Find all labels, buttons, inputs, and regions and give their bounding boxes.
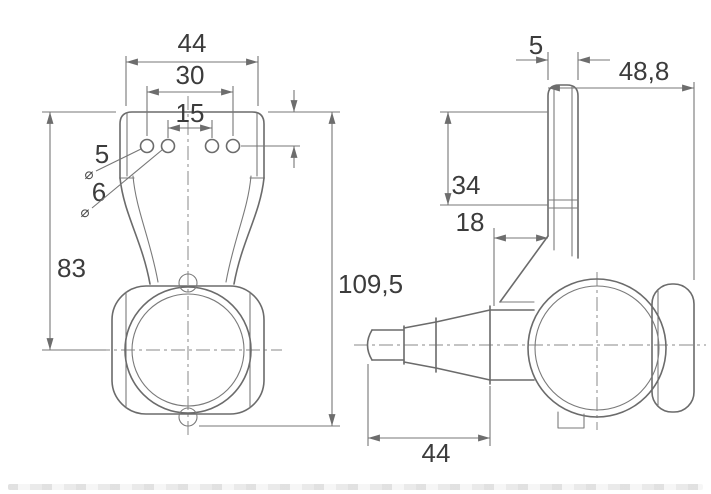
stem-tip-lines	[371, 329, 405, 361]
side-gusset	[499, 235, 549, 303]
scan-artifact	[8, 484, 703, 490]
mounting-hole-1	[139, 138, 155, 154]
side-housing-foot	[557, 411, 585, 429]
dim-ref-extensions	[241, 111, 300, 147]
side-view: 5 48,8 34 18 44	[354, 30, 706, 468]
front-lens-inner	[131, 293, 245, 407]
side-housing-flange	[651, 283, 695, 413]
front-neck-right	[233, 177, 265, 285]
dim-label-overall-height: 109,5	[338, 269, 403, 299]
dim-label-height-to-center: 83	[57, 253, 86, 283]
front-neck-left-inner	[132, 175, 159, 283]
side-housing-outer	[527, 278, 667, 418]
dim-label-front-width: 44	[178, 28, 207, 58]
mounting-hole-4	[225, 138, 241, 154]
dim-label-bracket-thickness: 5	[529, 30, 543, 60]
leader-hole-large	[91, 149, 163, 209]
dim-34-extensions	[440, 111, 548, 206]
stem-taper-lines	[435, 309, 491, 381]
dim-44-extensions	[125, 56, 259, 106]
leader-hole-small	[95, 148, 142, 172]
dim-44s-extensions	[367, 364, 491, 446]
side-housing-inner	[534, 285, 660, 411]
dim-label-hole-spacing-inner: 15	[176, 98, 205, 128]
dim-label-hole-spacing-outer: 30	[176, 60, 205, 90]
front-top-knob	[178, 273, 198, 293]
diameter-icon: ⌀	[84, 166, 93, 183]
mounting-hole-3	[204, 138, 220, 154]
side-bracket-inner-edges	[553, 85, 573, 257]
front-view: 44 30 15 5 ⌀ 6 ⌀ 83 109,5	[42, 28, 403, 438]
dim-label-stem-length: 44	[422, 438, 451, 468]
front-housing-drum	[111, 285, 265, 415]
front-neck-left	[119, 177, 151, 285]
front-bracket-outline	[119, 111, 265, 179]
dim-label-hole-offset: 34	[452, 170, 481, 200]
front-drum-edges	[125, 291, 251, 409]
dim-label-bracket-offset: 18	[456, 207, 485, 237]
mounting-hole-2	[160, 138, 176, 154]
side-bracket-outline	[547, 84, 579, 259]
dim-5-extensions	[547, 52, 579, 80]
stem-mid-lines	[403, 321, 437, 369]
dim-83-extensions	[42, 111, 116, 351]
dim-label-overall-depth: 48,8	[619, 56, 670, 86]
diameter-icon: ⌀	[80, 204, 89, 221]
stem-base-lines	[489, 309, 535, 381]
front-neck-right-inner	[225, 175, 252, 283]
dim-label-hole-dia-small: 5	[95, 139, 109, 169]
front-bracket-inner-edges	[126, 112, 258, 177]
front-bottom-knob	[178, 407, 198, 427]
stem-tip-cap	[366, 329, 373, 361]
front-lens-outer	[124, 286, 252, 414]
dim-109-extensions	[199, 111, 340, 427]
side-bracket-slot	[547, 199, 579, 209]
